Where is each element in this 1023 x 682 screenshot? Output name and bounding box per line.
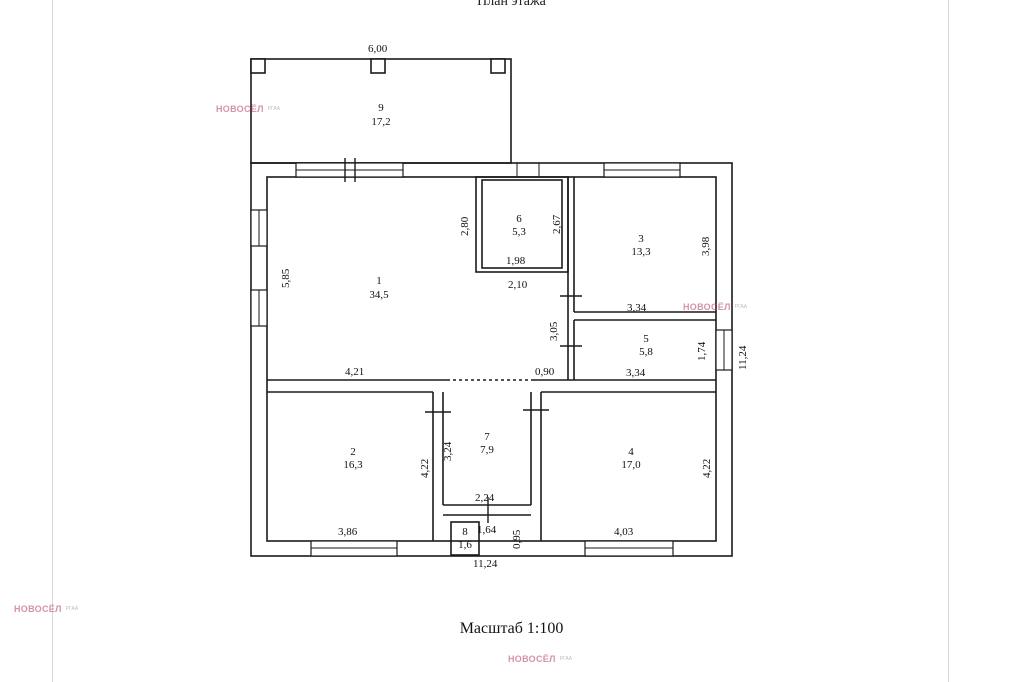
dim-room2-height: 4,22 xyxy=(419,459,431,478)
dim-room3-bottom: 3,34 xyxy=(627,302,647,314)
terrace-post xyxy=(490,58,506,74)
room-8-walls xyxy=(450,521,480,556)
watermark-brand: НОВОСЁЛ xyxy=(14,604,62,614)
room-6-area: 5,3 xyxy=(512,226,526,238)
dim-room8-width: 1,64 xyxy=(477,524,497,536)
watermark-brand: НОВОСЁЛ xyxy=(216,104,264,114)
room-2-area: 16,3 xyxy=(343,459,363,471)
dim-doorway: 0,90 xyxy=(535,366,555,378)
dim-room1-bottom: 4,21 xyxy=(345,366,364,378)
dim-room3-height: 3,98 xyxy=(700,236,712,256)
room-2-number: 2 xyxy=(350,446,356,458)
dim-terrace-width: 6,00 xyxy=(368,43,388,55)
watermark-badge: РГАА xyxy=(559,656,573,662)
watermark-badge: РГАА xyxy=(65,606,79,612)
room-1-number: 1 xyxy=(376,275,382,287)
room-3-area: 13,3 xyxy=(631,246,651,258)
room-9-area: 17,2 xyxy=(371,116,390,128)
dim-room7-height: 3,24 xyxy=(442,441,454,461)
room-5-number: 5 xyxy=(643,333,649,345)
dim-room7-bottom: 2,24 xyxy=(475,492,495,504)
watermark-brand: НОВОСЁЛ xyxy=(683,302,731,312)
watermark-badge: РГАА xyxy=(267,106,281,112)
watermark-badge: РГАА xyxy=(734,304,748,310)
dim-room1-right-step: 2,80 xyxy=(459,216,471,236)
dim-room1-right-lower: 3,05 xyxy=(548,321,560,341)
dim-room6-height: 2,67 xyxy=(551,214,563,234)
room-6-number: 6 xyxy=(516,213,522,225)
dim-room5-height: 1,74 xyxy=(696,341,708,361)
right-page-edge xyxy=(948,0,949,682)
room-4-area: 17,0 xyxy=(621,459,641,471)
room-7-area: 7,9 xyxy=(480,444,494,456)
terrace-post xyxy=(370,58,386,74)
left-page-edge xyxy=(52,0,53,682)
watermark: НОВОСЁЛ РГАА xyxy=(508,654,572,664)
terrace-post xyxy=(250,58,266,74)
room-5-area: 5,8 xyxy=(639,346,653,358)
room-1-area: 34,5 xyxy=(369,289,389,301)
dim-room4-bottom: 4,03 xyxy=(614,526,634,538)
scale-label: Масштаб 1:100 xyxy=(459,620,564,637)
dim-room5-bottom: 3,34 xyxy=(626,367,646,379)
room-9-number: 9 xyxy=(378,102,384,114)
watermark: НОВОСЁЛ РГАА xyxy=(683,302,747,312)
room-7-number: 7 xyxy=(484,431,490,443)
dim-room4-height: 4,22 xyxy=(701,459,713,478)
outer-wall-inner xyxy=(266,176,717,542)
dim-corridor-width: 2,10 xyxy=(508,279,528,291)
plan-title: План этажа xyxy=(477,0,546,9)
room-8-number: 8 xyxy=(462,526,468,538)
dim-room1-height: 5,85 xyxy=(280,268,292,288)
room-8-area: 1,6 xyxy=(458,539,472,551)
room-6-inner xyxy=(481,179,563,269)
dim-room2-bottom: 3,86 xyxy=(338,526,358,538)
room-4-number: 4 xyxy=(628,446,634,458)
watermark: НОВОСЁЛ РГАА xyxy=(216,104,280,114)
dim-total-width: 11,24 xyxy=(473,558,498,570)
room-3-number: 3 xyxy=(638,233,644,245)
dim-room8-height: 0,95 xyxy=(511,529,523,549)
watermark: НОВОСЁЛ РГАА xyxy=(14,604,78,614)
dim-room6-bottom: 1,98 xyxy=(506,255,526,267)
dim-total-height: 11,24 xyxy=(737,345,749,370)
watermark-brand: НОВОСЁЛ xyxy=(508,654,556,664)
